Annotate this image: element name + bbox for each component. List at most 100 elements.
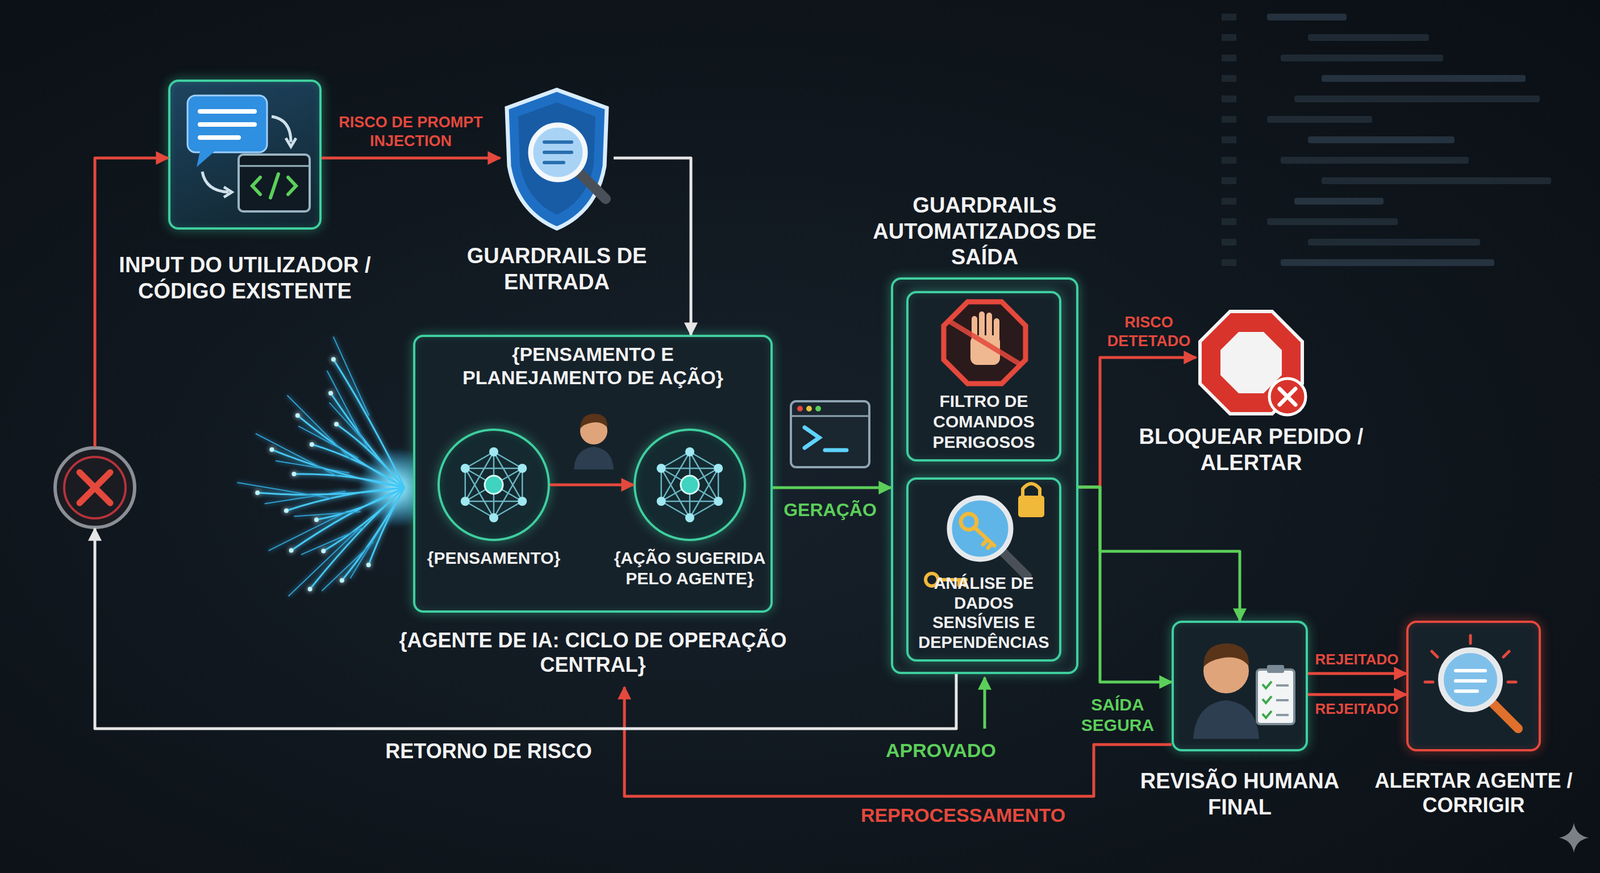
connector-line bbox=[624, 686, 1172, 797]
code-texture-part bbox=[1221, 54, 1237, 62]
neural-illustration-part bbox=[295, 413, 300, 418]
neural-illustration-part bbox=[330, 393, 405, 488]
code-texture-part bbox=[1221, 34, 1237, 41]
code-texture-part bbox=[1267, 218, 1398, 225]
network-icon-part bbox=[517, 496, 527, 506]
neural-illustration-part bbox=[331, 356, 336, 362]
network-icon-part bbox=[680, 475, 699, 494]
input-icon-part bbox=[285, 138, 297, 147]
code-texture-part bbox=[1307, 136, 1455, 144]
error-circle-part bbox=[55, 447, 135, 528]
neural-illustration-part bbox=[269, 447, 274, 452]
neural-illustration bbox=[236, 336, 438, 597]
code-texture-part bbox=[1221, 136, 1237, 144]
connector bbox=[1078, 357, 1197, 487]
node-label: GUARDRAILS AUTOMATIZADOS DE SAÍDA bbox=[871, 192, 1099, 271]
code-texture bbox=[1221, 13, 1552, 266]
edge-label: RISCO DE PROMPT INJECTION bbox=[322, 113, 499, 150]
neural-illustration-part bbox=[255, 433, 339, 477]
key-lock-icon-part bbox=[974, 527, 995, 548]
neural-illustration-part bbox=[339, 577, 345, 583]
input-icon-part bbox=[187, 95, 268, 153]
code-texture-part bbox=[1321, 177, 1552, 185]
connector-line bbox=[550, 483, 634, 487]
approved-arrow bbox=[984, 677, 986, 729]
network-icon-part bbox=[517, 463, 527, 473]
code-texture-part bbox=[1307, 238, 1481, 246]
code-texture-part bbox=[1280, 259, 1495, 266]
neural-illustration-part bbox=[333, 359, 405, 488]
reviewer-icon-part bbox=[1276, 685, 1289, 715]
code-texture-part bbox=[1221, 156, 1237, 164]
neural-illustration-part bbox=[264, 490, 346, 504]
node-label: REVISÃO HUMANA FINAL bbox=[1126, 768, 1354, 820]
neural-illustration-part bbox=[291, 471, 297, 477]
network-icon-part bbox=[489, 513, 499, 523]
neural-illustration-part bbox=[314, 517, 319, 522]
edge-label: GERAÇÃO bbox=[776, 498, 885, 521]
neural-illustration-part bbox=[307, 586, 313, 591]
neural-illustration-part bbox=[289, 548, 294, 553]
network-icon-part bbox=[656, 496, 666, 506]
network-icon-part bbox=[661, 451, 719, 518]
key-lock-icon bbox=[925, 483, 1045, 586]
shield-icon-part bbox=[506, 89, 607, 229]
shield-icon-part bbox=[530, 125, 586, 180]
connector bbox=[624, 686, 1172, 797]
stop-sign-icon-part bbox=[1200, 311, 1303, 414]
shield-icon-part bbox=[518, 102, 596, 215]
input-icon-part bbox=[200, 111, 255, 138]
terminal-icon bbox=[790, 401, 870, 468]
stop-hand-icon-part bbox=[993, 318, 1000, 341]
node-label: GUARDRAILS DE ENTRADA bbox=[448, 243, 665, 295]
stop-sign-icon bbox=[1200, 311, 1306, 415]
neural-illustration-part bbox=[368, 487, 405, 565]
stop-hand-icon-part bbox=[943, 301, 1026, 384]
network-icon-part bbox=[484, 475, 503, 494]
connector-line bbox=[1078, 486, 1240, 621]
neural-illustration-part bbox=[236, 482, 331, 498]
sparkle-watermark bbox=[1559, 822, 1589, 853]
neural-illustration-part bbox=[301, 527, 365, 555]
shield-icon-part bbox=[578, 171, 606, 199]
person-icon-part bbox=[573, 446, 614, 470]
code-texture-part bbox=[1280, 54, 1444, 62]
neural-illustration-part bbox=[334, 421, 339, 427]
code-texture-part bbox=[1307, 34, 1429, 41]
connector bbox=[1078, 486, 1172, 682]
person-icon-part bbox=[580, 413, 608, 429]
connector bbox=[321, 157, 500, 159]
code-texture-part bbox=[1221, 259, 1237, 266]
input-icon-part bbox=[223, 186, 232, 198]
stop-hand-icon-part bbox=[986, 312, 993, 340]
stop-hand-icon-part bbox=[978, 311, 985, 340]
reviewer-icon-part bbox=[1203, 643, 1249, 668]
code-texture-part bbox=[1294, 197, 1384, 205]
agent-core-box: {PENSAMENTO E PLANEJAMENTO DE AÇÃO}{AGEN… bbox=[413, 334, 773, 687]
connector bbox=[94, 157, 957, 729]
code-texture-part bbox=[1221, 13, 1237, 21]
edge-label: RETORNO DE RISCO bbox=[363, 738, 614, 764]
code-texture-part bbox=[1221, 197, 1237, 205]
connector-line bbox=[1078, 486, 1172, 682]
terminal-icon-part bbox=[804, 427, 820, 448]
terminal-icon-part bbox=[806, 405, 812, 412]
connector-line bbox=[321, 156, 500, 160]
correct-icon-part bbox=[1440, 650, 1500, 710]
code-texture-part bbox=[1221, 95, 1237, 103]
edge-label: SAÍDA SEGURA bbox=[1075, 694, 1161, 736]
neural-illustration-part bbox=[328, 390, 333, 396]
person-icon bbox=[573, 413, 614, 470]
neural-illustration-part bbox=[366, 562, 372, 568]
input-icon-part bbox=[271, 116, 291, 143]
connector bbox=[772, 487, 891, 489]
shield-icon-part bbox=[544, 142, 572, 163]
key-lock-icon-part bbox=[938, 579, 966, 586]
network-icon-part bbox=[489, 447, 499, 457]
terminal-icon-part bbox=[825, 448, 847, 453]
connector-line bbox=[1078, 357, 1197, 487]
reviewer-icon bbox=[1193, 643, 1295, 739]
network-icon-part bbox=[685, 513, 695, 523]
correct-icon-part bbox=[1490, 701, 1519, 729]
approved-arrow-part bbox=[983, 677, 987, 729]
